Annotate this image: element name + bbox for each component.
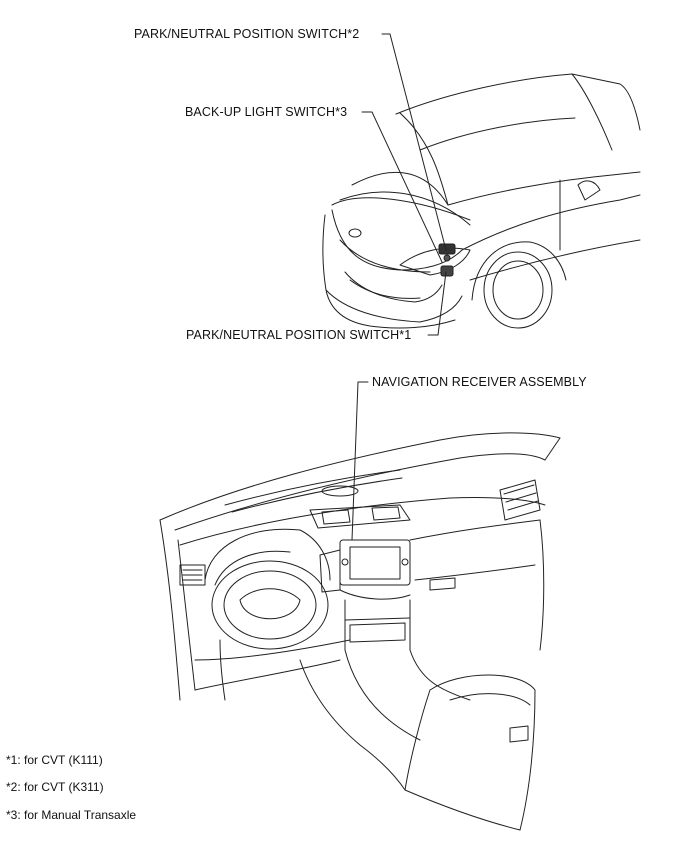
navigation-leader-line — [351, 381, 369, 541]
footnote-1: *1: for CVT (K111) — [6, 753, 103, 767]
dashboard-illustration — [159, 432, 561, 831]
car-leader-lines — [361, 33, 447, 336]
footnote-2: *2: for CVT (K311) — [6, 780, 104, 794]
footnote-3: *3: for Manual Transaxle — [6, 808, 137, 822]
callout-park-neutral-switch-1: PARK/NEUTRAL POSITION SWITCH*1 — [186, 328, 412, 342]
callout-park-neutral-switch-2: PARK/NEUTRAL POSITION SWITCH*2 — [134, 27, 360, 41]
callout-backup-light-switch-3: BACK-UP LIGHT SWITCH*3 — [185, 105, 348, 119]
callout-navigation-receiver: NAVIGATION RECEIVER ASSEMBLY — [372, 375, 587, 389]
car-illustration — [322, 73, 641, 329]
